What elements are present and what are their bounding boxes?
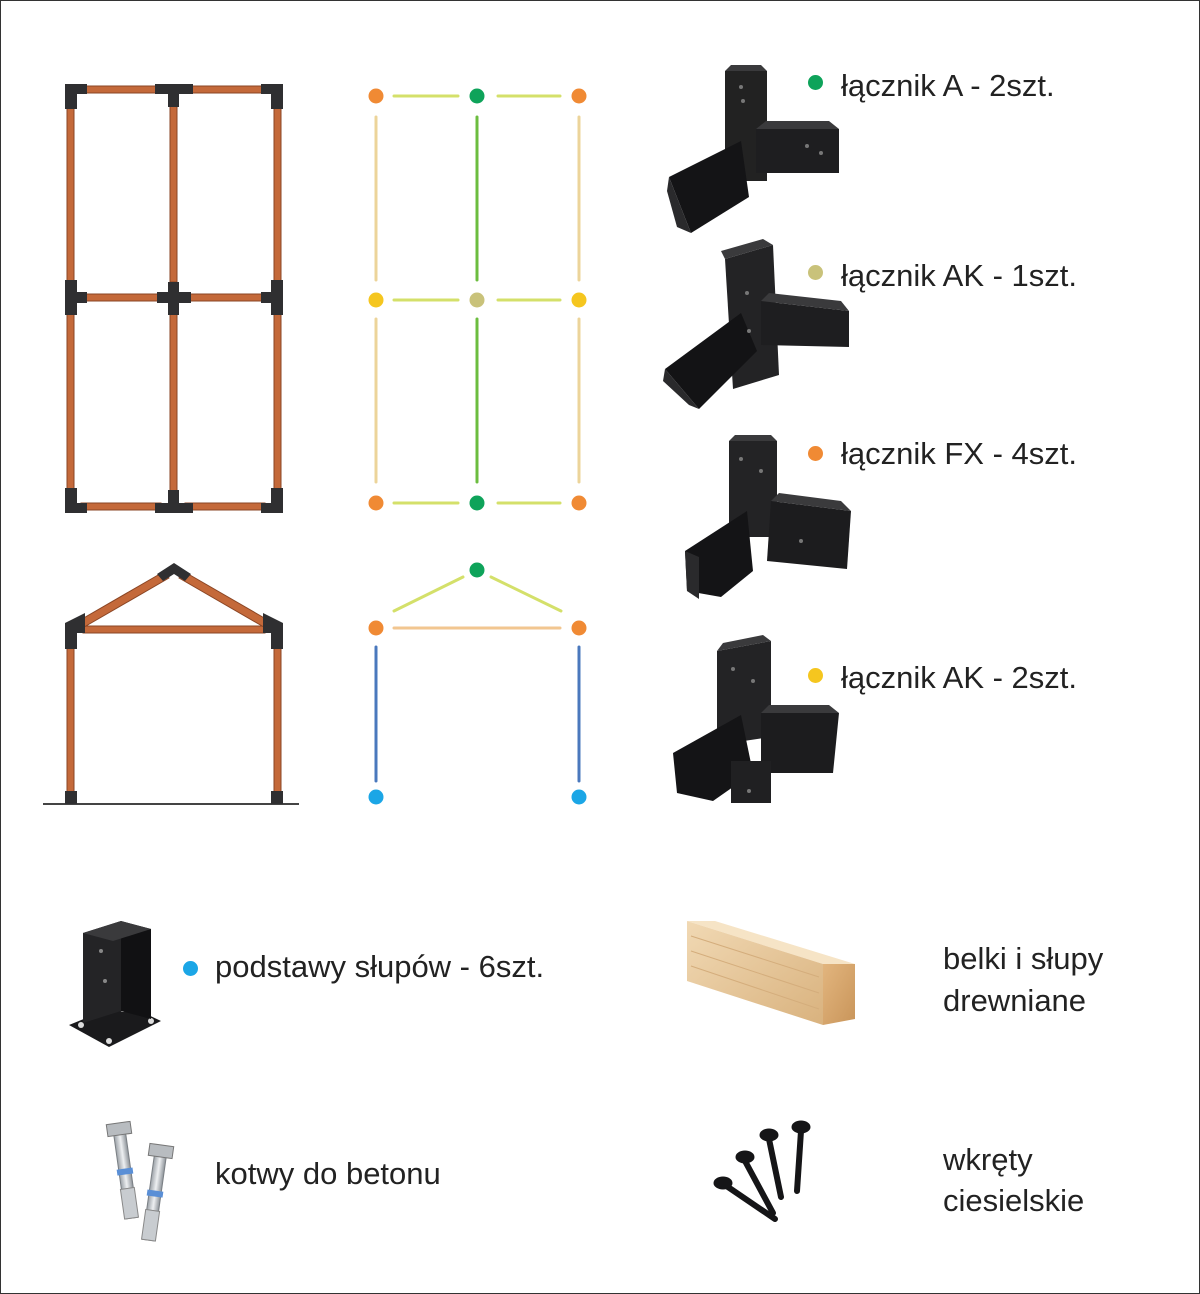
screws-label-line2: ciesielskie <box>943 1183 1085 1218</box>
node-ak-center <box>469 292 485 308</box>
carpentry-screw-icon <box>713 1120 811 1222</box>
node-fx <box>571 495 587 511</box>
corner-connector <box>65 488 87 513</box>
node-base <box>571 789 587 805</box>
legend-dot-ak2 <box>808 668 823 683</box>
post-base-icon <box>69 921 161 1047</box>
tie-beam <box>82 625 266 634</box>
beam <box>169 97 178 283</box>
beam <box>80 85 162 94</box>
node-fx <box>368 88 384 104</box>
legend-connector-fx: łącznik FX - 4szt. <box>841 436 1077 471</box>
corner-connector <box>65 84 87 109</box>
node-fx <box>368 495 384 511</box>
side-schematic-nodes <box>368 562 587 805</box>
post-base <box>65 791 77 804</box>
legend-connector-ak1: łącznik AK - 1szt. <box>841 258 1078 293</box>
legend-dot-ak1 <box>808 265 823 280</box>
beam <box>80 502 162 511</box>
timber-label-line1: belki i słupy <box>943 941 1104 976</box>
cross-connector <box>157 282 191 315</box>
beam <box>184 85 266 94</box>
t-connector <box>155 490 193 513</box>
screws-label-line1: wkręty <box>943 1142 1033 1177</box>
anchors-label: kotwy do betonu <box>215 1156 441 1191</box>
beam <box>66 97 75 283</box>
node-a <box>469 495 485 511</box>
beam <box>184 502 266 511</box>
corner-connector <box>261 488 283 513</box>
node-a <box>469 562 485 578</box>
front-schematic <box>374 94 581 505</box>
side-schematic <box>374 575 581 783</box>
legend-dot-a <box>808 75 823 90</box>
t-connector <box>155 84 193 107</box>
side-frame <box>43 563 299 805</box>
node-ak <box>368 292 384 308</box>
legend-dot-base <box>183 961 198 976</box>
node-fx <box>368 620 384 636</box>
front-schematic-nodes <box>368 88 587 511</box>
node-fx <box>571 620 587 636</box>
beam <box>273 97 282 283</box>
connector-ak-1-icon <box>663 239 849 409</box>
post-base <box>271 791 283 804</box>
post <box>273 640 282 794</box>
connector-fx-icon <box>685 435 851 599</box>
post-base-label: podstawy słupów - 6szt. <box>215 949 545 984</box>
legend-dot-fx <box>808 446 823 461</box>
beam <box>169 310 178 494</box>
gable-connector <box>263 613 283 649</box>
front-frame <box>65 84 283 513</box>
timber-label-line2: drewniane <box>943 983 1087 1018</box>
rafter <box>74 570 170 631</box>
side-connector <box>65 280 87 315</box>
post <box>66 640 75 794</box>
node-a <box>469 88 485 104</box>
connector-a-icon <box>667 65 839 233</box>
legend-connector-a: łącznik A - 2szt. <box>841 68 1055 103</box>
rafter <box>178 570 274 631</box>
gable-connector <box>65 613 85 649</box>
concrete-anchor-icon <box>105 1120 175 1242</box>
side-connector <box>261 280 283 315</box>
node-fx <box>571 88 587 104</box>
beam <box>80 293 162 302</box>
timber-beam-icon <box>687 921 855 1025</box>
beam <box>66 310 75 494</box>
beam <box>273 310 282 494</box>
connector-ak-2-icon <box>673 635 839 803</box>
node-ak <box>571 292 587 308</box>
ridge-connector <box>157 563 191 581</box>
legend-connector-ak2: łącznik AK - 2szt. <box>841 660 1078 695</box>
node-base <box>368 789 384 805</box>
corner-connector <box>261 84 283 109</box>
beam <box>184 293 266 302</box>
